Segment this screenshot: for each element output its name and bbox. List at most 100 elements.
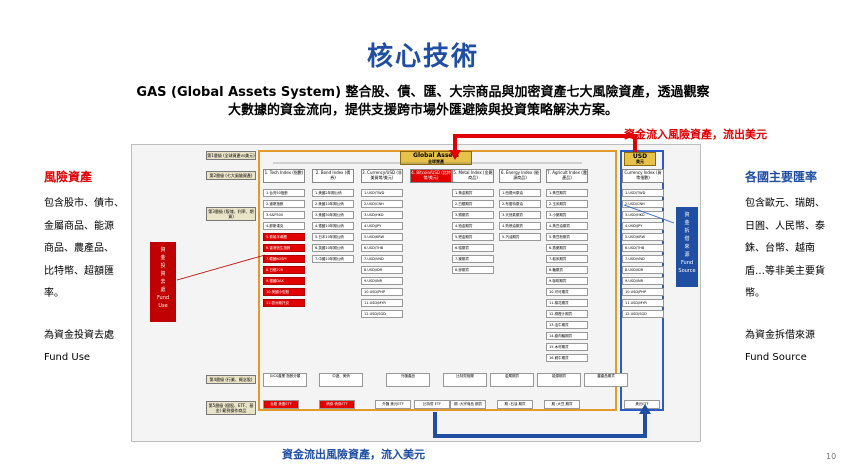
asset-item: 11.USD/MYR [622,299,664,307]
subtitle-line-1: GAS (Global Assets System) 整合股、債、匯、大宗商品與… [136,85,710,100]
asset-item: 4.那斯達克 [263,222,305,230]
tier-label-3: 第3層級 (版塊、利率、期貨) [206,207,256,221]
asset-item: 8.糖期貨 [546,266,588,274]
risk-assets-line: 率。 [44,288,64,299]
asset-item: 2.玉米期貨 [546,200,588,208]
tier5-item: 外匯 美元ETF [375,400,411,409]
asset-item: 5.USD/KRW [622,233,664,241]
asset-item: 6.燕麥期貨 [546,244,588,252]
asset-column-header: 3. Currency/USD (非美貨幣/美元) [361,169,403,183]
asset-item: 2.美國10年期公債 [312,200,354,208]
asset-item: 3.小麥期貨 [546,211,588,219]
asset-item: 5.USD/KRW [361,233,403,241]
inflow-arrowhead [449,150,461,160]
asset-item: 3.天然氣期貨 [499,211,541,219]
tier-label-1: 第1層級 (全球資產vs美元) [206,151,256,160]
tier5-item: 期 :大宗商品 期貨 [450,400,486,409]
currencies-line: 盾…等非美主要貨 [745,265,825,277]
tier4-item: 能源期貨 [537,373,581,387]
asset-column-header: 7. Agricult Index (農產品) [546,169,588,183]
fund-use-char: Use [158,303,168,309]
asset-item: 5.費城半導體 [263,233,305,241]
asset-item: 5.日本10年期公債 [312,233,354,241]
currencies-line: 包含歐元、瑞朗、 [745,198,825,209]
asset-item: 10.USD/PHP [622,288,664,296]
asset-item: 1.西德州原油 [499,189,541,197]
fund-source-char: 來 [684,244,690,250]
tier5-item: 期 :石油 期貨 [497,400,533,409]
currencies-line: 日圓、人民幣、泰 [745,220,825,232]
asset-column: 2. Bond Index (債券) 1.美國2年期公債 2.美國10年期公債 3.美… [312,169,354,266]
asset-item: 4.熱燃油期貨 [499,222,541,230]
fund-source-char: Fund [680,260,694,266]
asset-item: 12.USD/SGD [622,310,664,318]
fund-source-char: 資 [684,212,690,218]
gas-diagram: 第1層級 (全球資產vs美元) 第2層級 (七大風險資產) 第3層級 (版塊、利… [131,144,701,442]
fund-source-caption-line: Fund Source [745,352,807,363]
global-assets-subtitle: 全球資產 [428,159,444,164]
outflow-label: 資金流出風險資產，流入美元 [282,448,425,461]
fund-use-char: 金 [160,255,166,261]
risk-assets-line: 比特幣、超額匯 [44,265,114,277]
page-number: 10 [826,452,837,461]
asset-column-header: 2. Bond Index (債券) [312,169,354,183]
asset-item: 10.USD/PHP [361,288,403,296]
inflow-arrow [453,134,637,152]
tier-label-2: 第2層級 (七大風險資產) [206,171,256,180]
usd-title: USD [632,153,648,160]
asset-item: 7.中國10年期公債 [312,255,354,263]
asset-column-header: 6. Energy Index (能源商品) [499,169,541,183]
tree-connectors [176,162,675,281]
fund-use-char: 處 [160,287,166,293]
tier4-item: 中遊、美債 [319,373,363,387]
asset-item: 9.USD/INR [622,277,664,285]
asset-item: 3.美國30年期公債 [312,211,354,219]
asset-item: 8.鋅期貨 [452,266,494,274]
asset-item: 1.黃金期貨 [452,189,494,197]
asset-item: 6.鋁期貨 [452,244,494,252]
risk-assets-line: 商品、農產品、 [44,243,114,254]
tier4-item: 比特幣相關 [443,373,487,387]
asset-column-header: 5. Metal Index (金屬商品) [452,169,494,183]
asset-item: 4.USD/JPY [622,222,664,230]
fund-use-char: 資 [160,247,166,253]
asset-item: 10.可可期貨 [546,288,588,296]
asset-column: 6. Energy Index (能源商品) 1.西德州原油 2.布蘭特原油 3.天然… [499,169,541,244]
asset-item: 7.USD/VND [622,255,664,263]
asset-item: 14.瘦肉豬期貨 [546,332,588,340]
risk-assets-line: 金屬商品、能源 [44,220,114,232]
fund-source-char: 金 [684,220,690,226]
asset-item: 11.USD/MYR [361,299,403,307]
tier5-item: 美元ETF [624,400,660,409]
asset-item: 2.布蘭特原油 [499,200,541,208]
subtitle-line-2: 大數據的資金流向，提供支援跨市場外匯避險與投資策略解決方案。 [227,103,618,118]
risk-assets-line: 包含股市、債市、 [44,198,124,209]
asset-column-header: Currency Index (貨幣指數) [622,169,664,183]
asset-item: 2.USD/CNH [622,200,664,208]
tier-label-5: 第5層級 (個股、ETF、基金) 範例操作商品 [206,401,256,415]
tier4-item: 農產品期貨 [584,373,628,387]
fund-source-char: 源 [684,252,690,258]
risk-assets-description: 包含股市、債市、 金屬商品、能源 商品、農產品、 比特幣、超額匯 率。 [44,193,134,306]
fund-use-caption-line: 為資金投資去處 [44,330,114,341]
asset-item: 15.木材期貨 [546,343,588,351]
asset-item: 4.鉑金期貨 [452,222,494,230]
asset-column: 4. Bitcoin/USD (比特幣/美元) [410,169,452,189]
tier-label-4: 第4層級 (行業、概念股) [206,375,256,384]
asset-item: 9.德國DAX [263,277,305,285]
asset-item: 1.美國2年期公債 [312,189,354,197]
tier5-item: 台股 美股ETF [263,400,299,409]
asset-item: 7.稻米期貨 [546,255,588,263]
asset-item: 9.咖啡期貨 [546,277,588,285]
asset-item: 7.USD/VND [361,255,403,263]
asset-column-header: 4. Bitcoin/USD (比特幣/美元) [410,169,452,183]
currencies-line: 幣。 [745,288,765,299]
fund-use-char: 去 [160,279,166,285]
